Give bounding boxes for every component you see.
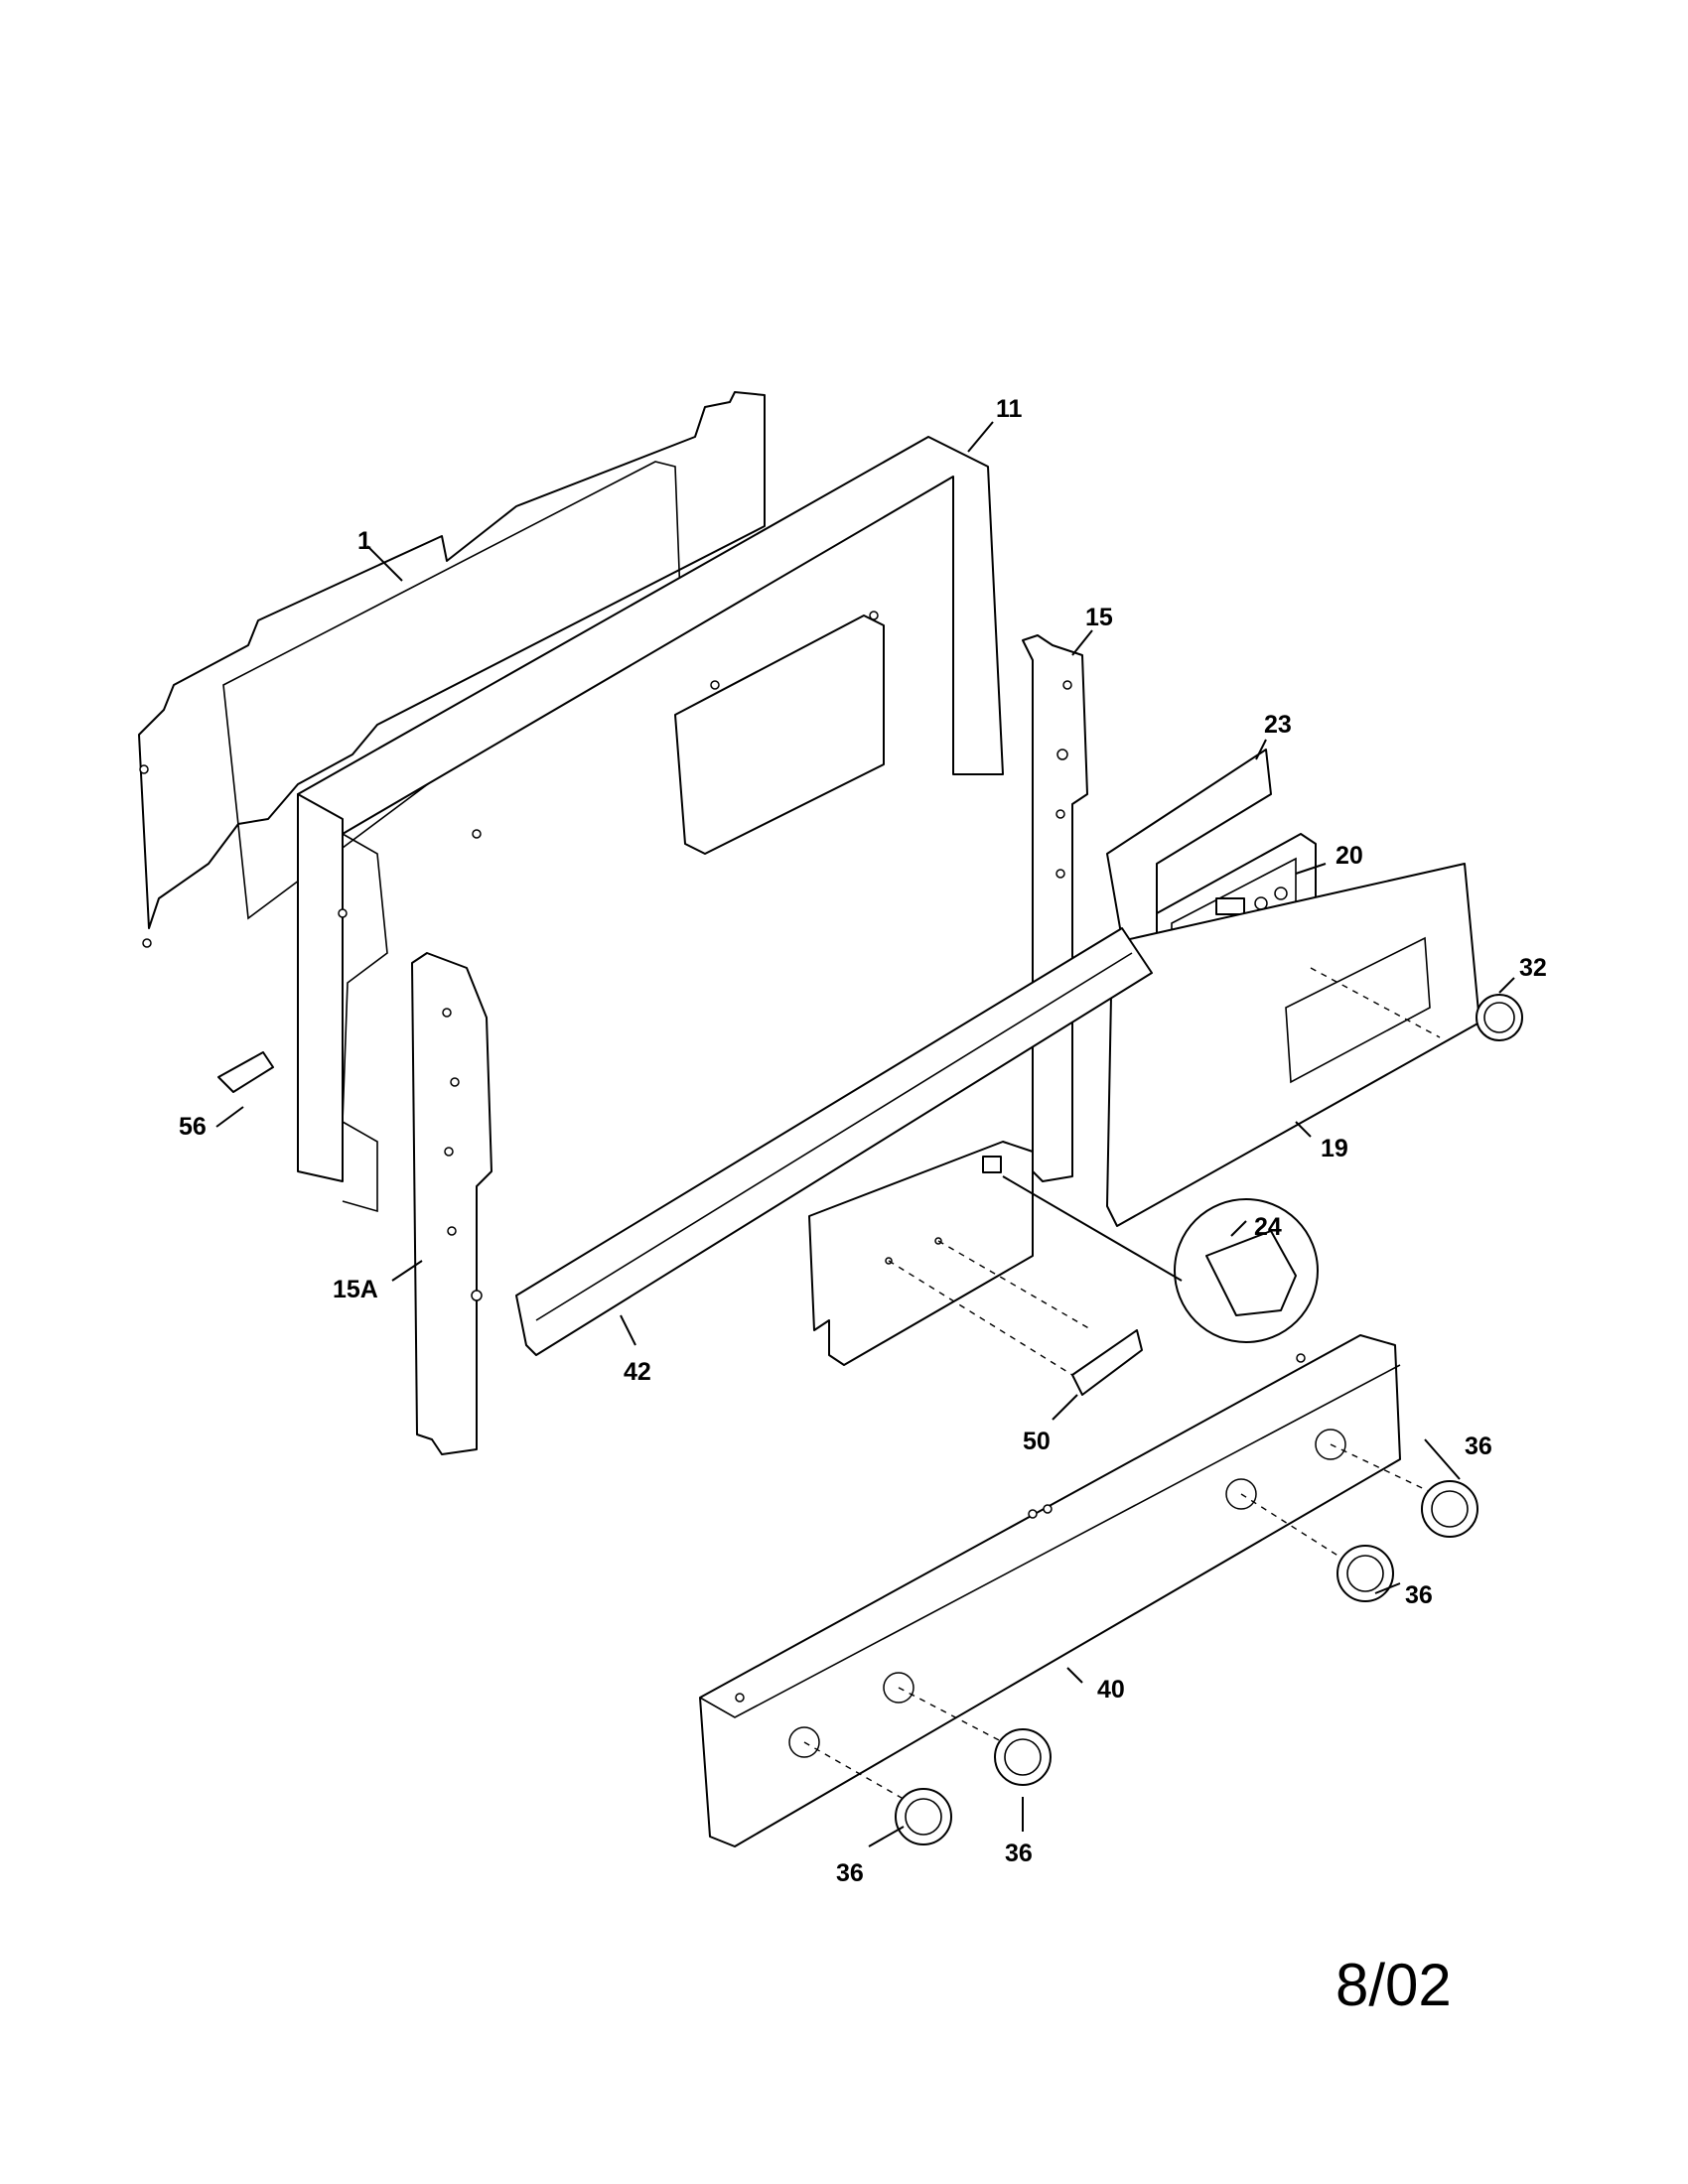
part-36-knob-1: [1421, 1480, 1478, 1538]
part-15-side-bracket: [1022, 634, 1088, 1182]
leader-lines: [215, 421, 1515, 1847]
callout-24: 24: [1254, 1213, 1282, 1241]
callout-1: 1: [357, 527, 371, 555]
part-24-rocker-switch: [1002, 1175, 1319, 1343]
callout-19: 19: [1321, 1135, 1348, 1162]
callout-11: 11: [996, 395, 1023, 423]
part-36-knob-2: [1336, 1545, 1394, 1602]
callout-36-middle: 36: [1005, 1840, 1033, 1867]
part-40-manifold-panel: [699, 1334, 1436, 1847]
part-11-control-frame: [297, 436, 1004, 1213]
callout-32: 32: [1519, 954, 1547, 982]
part-36-knob-4: [895, 1788, 952, 1845]
callout-labels: 1 11 15 23 20 32 56 19 24 15A 42 50 36 3…: [179, 395, 1547, 1887]
callout-15: 15: [1085, 604, 1113, 631]
callout-36-right: 36: [1405, 1581, 1433, 1609]
callout-56: 56: [179, 1113, 207, 1141]
part-50-switch-handle: [1071, 1329, 1143, 1396]
part-42-trim-rail: [515, 927, 1153, 1356]
part-1-back-panel: [138, 391, 766, 948]
callout-20: 20: [1336, 842, 1363, 870]
part-56-clip: [217, 1051, 274, 1093]
callout-36-top-right: 36: [1465, 1433, 1492, 1460]
part-15a-side-bracket: [411, 952, 492, 1455]
callout-50: 50: [1023, 1428, 1051, 1455]
switch-mount-panel: [808, 1141, 1093, 1376]
callout-40: 40: [1097, 1676, 1125, 1704]
part-32-knob: [1476, 994, 1523, 1041]
revision-date: 8/02: [1336, 1952, 1452, 2018]
part-36-knob-3: [994, 1728, 1052, 1786]
callout-23: 23: [1264, 711, 1292, 739]
callout-36-left: 36: [836, 1859, 864, 1887]
callout-15a: 15A: [333, 1276, 378, 1303]
callout-42: 42: [624, 1358, 651, 1386]
